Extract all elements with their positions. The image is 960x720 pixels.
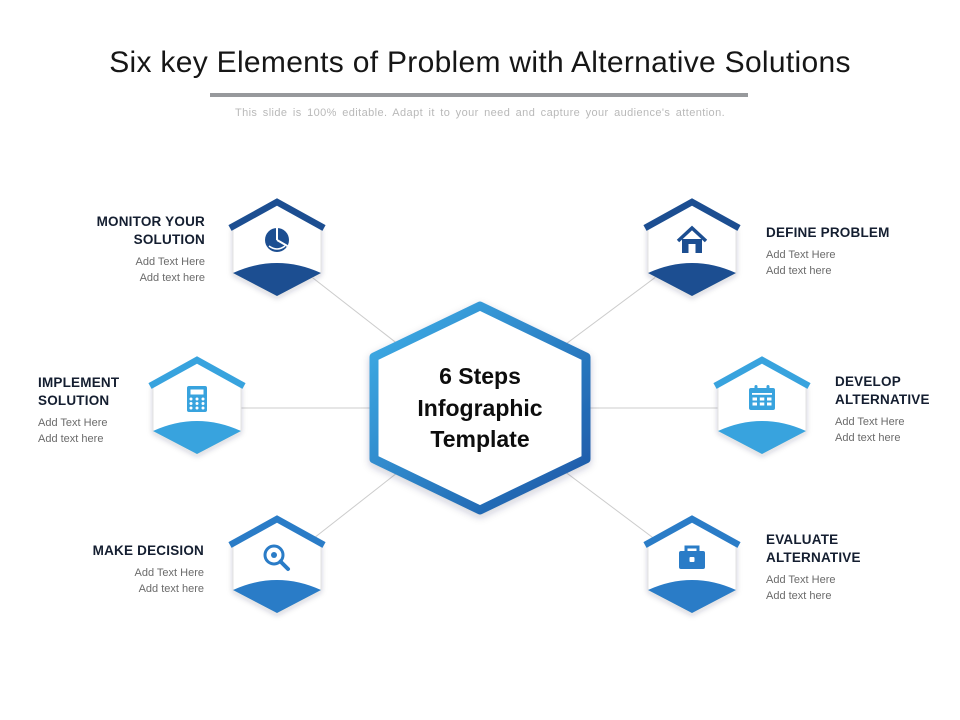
pie-chart-icon <box>265 228 289 252</box>
slide-subtitle: This slide is 100% editable. Adapt it to… <box>234 107 726 119</box>
node-chevron <box>228 515 326 548</box>
node-bowl <box>718 421 806 454</box>
center-hexagon-label: 6 Steps Infographic Template <box>417 363 543 453</box>
node-placeholder-line2: Add text here <box>766 590 832 603</box>
node-hexagon-define-problem <box>643 198 741 297</box>
node-placeholder-line1: Add Text Here <box>38 417 108 430</box>
node-hexagon-implement-solution <box>148 356 246 455</box>
node-title: DEFINE PROBLEM <box>766 225 890 240</box>
node-placeholder-line1: Add Text Here <box>835 416 905 429</box>
node-chevron <box>148 356 246 389</box>
node-placeholder-line2: Add text here <box>766 265 832 278</box>
node-placeholder-line2: Add text here <box>139 272 205 285</box>
house-icon <box>676 225 708 253</box>
node-placeholder-line1: Add Text Here <box>135 256 205 269</box>
magnifier-icon <box>263 544 290 571</box>
node-chevron <box>228 198 326 231</box>
node-title: MAKE DECISION <box>92 543 204 558</box>
node-placeholder-line2: Add text here <box>138 583 204 596</box>
node-bowl <box>233 263 321 296</box>
node-title: EVALUATE ALTERNATIVE <box>766 532 861 566</box>
briefcase-icon <box>679 545 705 569</box>
node-hexagon-develop-alternative <box>713 356 811 455</box>
node-placeholder-line1: Add Text Here <box>766 574 836 587</box>
node-title: MONITOR YOUR SOLUTION <box>96 214 205 248</box>
node-bowl <box>153 421 241 454</box>
node-bowl <box>648 580 736 613</box>
node-placeholder-line1: Add Text Here <box>134 567 204 580</box>
node-chevron <box>643 515 741 548</box>
node-label-make-decision: MAKE DECISION Add Text Here Add text her… <box>54 542 204 598</box>
node-placeholder-line2: Add text here <box>38 433 104 446</box>
node-label-define-problem: DEFINE PROBLEM Add Text Here Add text he… <box>766 224 956 280</box>
node-chevron <box>713 356 811 389</box>
node-hexagon-evaluate-alternative <box>643 515 741 614</box>
node-label-develop-alternative: DEVELOP ALTERNATIVE Add Text Here Add te… <box>835 373 950 447</box>
calendar-icon <box>749 385 775 410</box>
node-chevron <box>643 198 741 231</box>
node-hexagon-make-decision <box>228 515 326 614</box>
node-placeholder-line1: Add Text Here <box>766 249 836 262</box>
node-hexagon-monitor-your-solution <box>228 198 326 297</box>
calculator-icon <box>187 386 207 412</box>
node-title: IMPLEMENT SOLUTION <box>38 375 120 409</box>
node-bowl <box>648 263 736 296</box>
center-hexagon <box>369 301 591 515</box>
node-bowl <box>233 580 321 613</box>
node-placeholder-line2: Add text here <box>835 432 901 445</box>
node-label-monitor-your-solution: MONITOR YOUR SOLUTION Add Text Here Add … <box>55 213 205 287</box>
node-label-evaluate-alternative: EVALUATE ALTERNATIVE Add Text Here Add t… <box>766 531 881 605</box>
node-label-implement-solution: IMPLEMENT SOLUTION Add Text Here Add tex… <box>38 374 148 448</box>
node-title: DEVELOP ALTERNATIVE <box>835 374 930 408</box>
page-title: Six key Elements of Problem with Alterna… <box>109 46 851 79</box>
title-divider <box>210 93 748 97</box>
